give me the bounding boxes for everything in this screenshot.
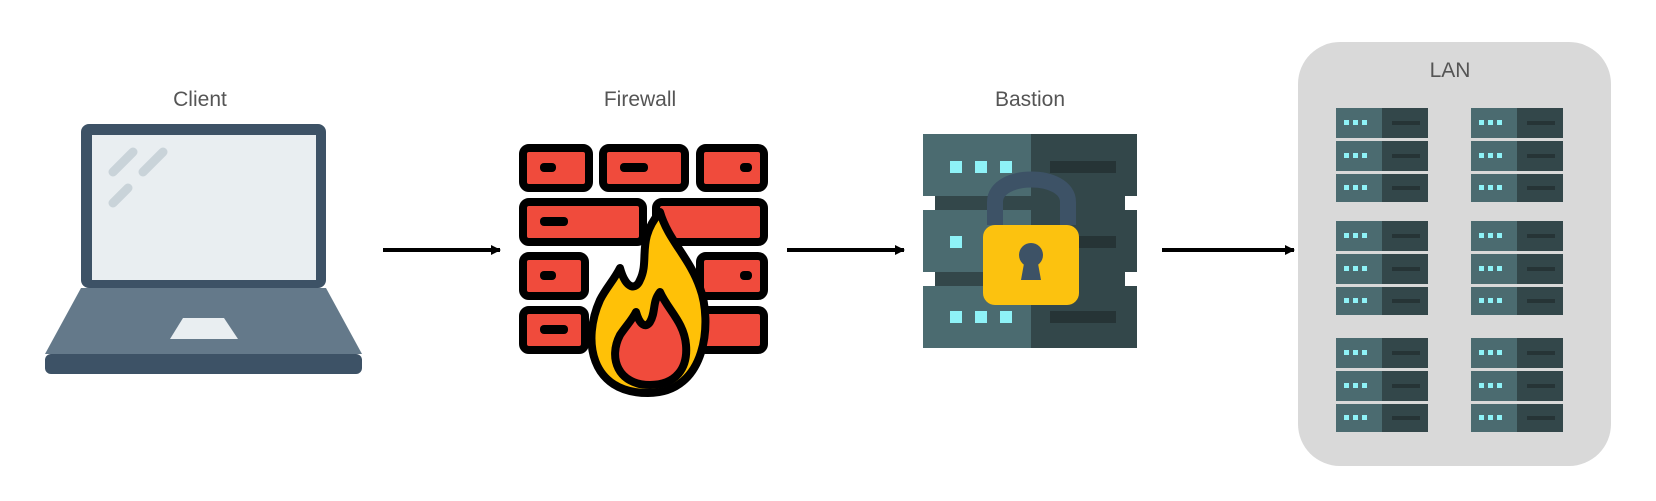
laptop-icon [45, 124, 362, 374]
lan-group [1298, 42, 1611, 466]
firewall-label: Firewall [603, 88, 677, 111]
locked-server-icon [923, 134, 1137, 348]
lan-server-icon [1336, 221, 1428, 315]
lan-label: LAN [1429, 59, 1471, 82]
lan-server-icon [1336, 108, 1428, 202]
client-label: Client [173, 88, 227, 111]
lan-server-icon [1471, 108, 1563, 202]
bastion-label: Bastion [994, 88, 1066, 111]
lan-server-icon [1471, 221, 1563, 315]
lan-server-icon [1471, 338, 1563, 432]
lan-server-icon [1336, 338, 1428, 432]
firewall-icon [519, 144, 768, 397]
